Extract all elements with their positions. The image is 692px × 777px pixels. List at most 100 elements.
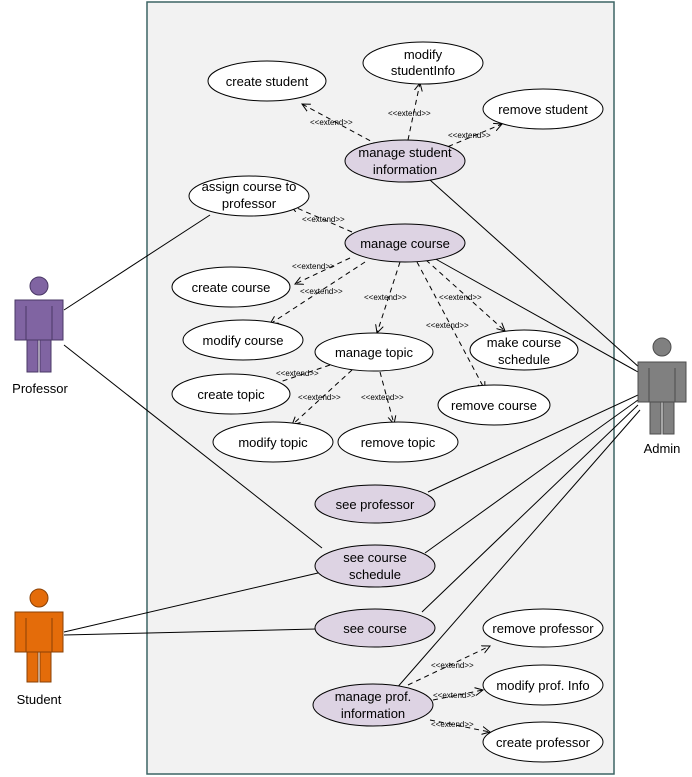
uc-manage-student-information[interactable]: manage student information xyxy=(344,139,466,183)
uc-assign-course-to-professor[interactable]: assign course to professor xyxy=(188,175,310,217)
svg-text:modify topic: modify topic xyxy=(238,435,308,450)
actor-name: Professor xyxy=(12,381,68,396)
uc-remove-student[interactable]: remove student xyxy=(482,88,604,130)
ext-modify-topic xyxy=(292,369,353,425)
actor-name: Admin xyxy=(644,441,681,456)
ext-create-topic xyxy=(262,364,331,388)
uc-see-course-schedule[interactable]: see course schedule xyxy=(314,544,436,588)
actor-left-leg-icon xyxy=(26,339,39,373)
svg-text:modify course: modify course xyxy=(203,333,284,348)
svg-text:create professor: create professor xyxy=(496,735,591,750)
svg-text:remove student: remove student xyxy=(498,102,588,117)
svg-text:manage student: manage student xyxy=(358,145,452,160)
assoc-professor-see-course-schedule xyxy=(63,344,323,549)
uc-create-student[interactable]: create student xyxy=(207,60,327,102)
assoc-admin-manage-prof-info xyxy=(394,409,641,691)
uc-label: see professor xyxy=(336,497,415,512)
uc-manage-topic[interactable]: manage topic xyxy=(314,332,434,372)
uc-modify-topic[interactable]: modify topic xyxy=(212,421,334,463)
uc-label: create professor xyxy=(496,735,591,750)
uc-label: create topic xyxy=(197,387,265,402)
uc-modify-course[interactable]: modify course xyxy=(182,319,304,361)
uc-label: assign course to xyxy=(202,179,297,194)
svg-text:professor: professor xyxy=(222,196,277,211)
uc-label: modify xyxy=(404,47,443,62)
actor-right-leg-icon xyxy=(662,401,675,435)
ext-remove-student xyxy=(439,124,502,151)
actor-student[interactable]: Student xyxy=(14,588,64,707)
uc-label: schedule xyxy=(498,352,550,367)
actor-right-leg-icon xyxy=(39,339,52,373)
uc-see-course[interactable]: see course xyxy=(314,608,436,648)
uc-remove-professor[interactable]: remove professor xyxy=(482,608,604,648)
svg-text:see course: see course xyxy=(343,550,407,565)
svg-text:information: information xyxy=(373,162,437,177)
uc-label: create course xyxy=(192,280,271,295)
ext-label: <<extend>> xyxy=(310,118,353,127)
uc-create-course[interactable]: create course xyxy=(171,266,291,308)
svg-text:modify prof. Info: modify prof. Info xyxy=(496,678,589,693)
ext-manage-topic xyxy=(377,261,401,333)
ext-modify-student-info xyxy=(407,83,420,141)
ext-label: <<extend>> xyxy=(361,393,404,402)
ext-label: <<extend>> xyxy=(388,109,431,118)
assoc-student-see-course-schedule xyxy=(63,572,319,633)
uc-create-topic[interactable]: create topic xyxy=(171,373,291,415)
uc-modify-student-info[interactable]: modify studentInfo xyxy=(362,41,484,85)
actor-head-icon xyxy=(29,276,49,296)
uc-label: manage course xyxy=(360,236,450,251)
uc-label: remove professor xyxy=(492,621,594,636)
uc-label: create student xyxy=(226,74,309,89)
uc-label: schedule xyxy=(349,567,401,582)
ext-modify-course xyxy=(270,261,366,324)
ext-label: <<extend>> xyxy=(302,215,345,224)
svg-text:assign course to: assign course to xyxy=(202,179,297,194)
use-cases: create student modify studentInfo remove… xyxy=(171,41,604,763)
svg-text:create course: create course xyxy=(192,280,271,295)
svg-text:modify: modify xyxy=(404,47,443,62)
uc-label: remove topic xyxy=(361,435,436,450)
uc-create-professor[interactable]: create professor xyxy=(482,721,604,763)
svg-text:information: information xyxy=(341,706,405,721)
assoc-professor-assign-course xyxy=(63,214,211,311)
svg-text:make course: make course xyxy=(487,335,561,350)
uc-manage-prof-information[interactable]: manage prof. information xyxy=(312,683,434,727)
uc-label: modify prof. Info xyxy=(496,678,589,693)
ext-remove-professor xyxy=(407,646,490,686)
uc-make-course-schedule[interactable]: make course schedule xyxy=(469,329,579,371)
svg-text:create student: create student xyxy=(226,74,309,89)
uc-remove-topic[interactable]: remove topic xyxy=(337,421,459,463)
svg-text:schedule: schedule xyxy=(498,352,550,367)
uc-manage-course[interactable]: manage course xyxy=(344,223,466,263)
assoc-admin-see-course-schedule xyxy=(424,399,639,554)
uc-label: see course xyxy=(343,621,407,636)
uc-label: remove student xyxy=(498,102,588,117)
svg-text:remove topic: remove topic xyxy=(361,435,436,450)
uc-see-professor[interactable]: see professor xyxy=(314,484,436,524)
assoc-admin-see-course xyxy=(421,404,639,613)
assoc-admin-see-professor xyxy=(427,394,639,493)
assoc-admin-manage-student-info xyxy=(429,179,641,369)
actor-admin[interactable]: Admin xyxy=(637,337,687,456)
ext-label: <<extend>> xyxy=(298,393,341,402)
uc-label: studentInfo xyxy=(391,63,455,78)
uc-modify-prof-info[interactable]: modify prof. Info xyxy=(482,664,604,706)
svg-text:see course: see course xyxy=(343,621,407,636)
svg-text:schedule: schedule xyxy=(349,567,401,582)
svg-text:see professor: see professor xyxy=(336,497,415,512)
actor-head-icon xyxy=(29,588,49,608)
uc-label: information xyxy=(373,162,437,177)
associations xyxy=(63,179,641,691)
actor-professor[interactable]: Professor xyxy=(12,276,68,396)
ext-label: <<extend>> xyxy=(439,293,482,302)
assoc-admin-manage-course xyxy=(431,256,639,373)
ext-create-professor xyxy=(429,719,490,732)
assoc-student-see-course xyxy=(63,628,317,636)
ext-label: <<extend>> xyxy=(431,720,474,729)
actor-body-icon xyxy=(14,299,64,341)
uc-remove-course[interactable]: remove course xyxy=(437,384,551,426)
svg-text:remove course: remove course xyxy=(451,398,537,413)
actor-right-leg-icon xyxy=(39,651,52,683)
uc-label: manage topic xyxy=(335,345,414,360)
uc-label: manage student xyxy=(358,145,452,160)
